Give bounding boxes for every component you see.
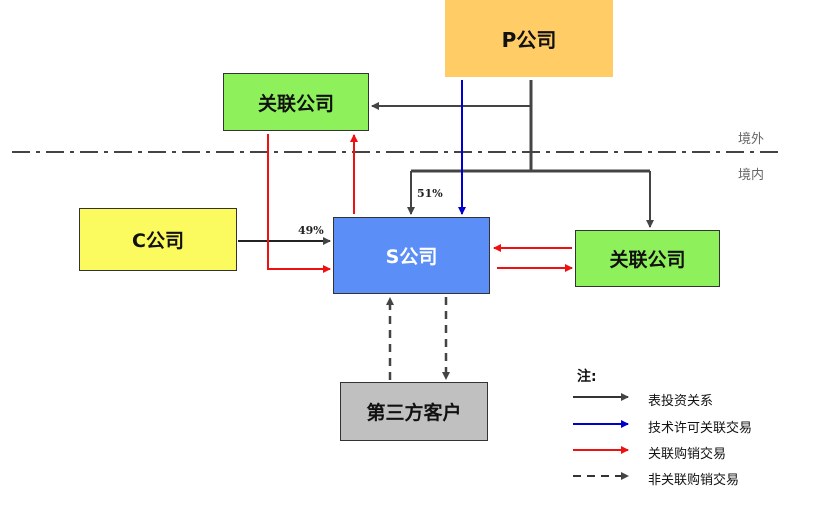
legend-label-related-trade: 关联购销交易: [648, 447, 727, 462]
related-company-top-box: 关联公司: [223, 73, 369, 131]
investment-edges: [238, 80, 654, 245]
legend-label-license: 技术许可关联交易: [648, 421, 753, 436]
third-party-customer-box: 第三方客户: [340, 382, 488, 441]
edge-related-top-to-s: [267, 134, 331, 273]
c-company-box: C公司: [79, 208, 237, 271]
overseas-label: 境外: [738, 132, 765, 147]
legend-samples: [573, 393, 629, 480]
s-company-box: S公司: [333, 217, 490, 294]
p-company-box: P公司: [445, 0, 613, 77]
legend-label-investment: 表投资关系: [648, 394, 714, 409]
unrelated-trade-edges: [386, 297, 450, 380]
domestic-label: 境内: [738, 168, 765, 183]
p-to-s-percentage: 51%: [417, 187, 443, 200]
legend-title: 注:: [577, 369, 597, 385]
related-trade-edges: [267, 134, 573, 273]
related-company-right-box: 关联公司: [575, 230, 720, 287]
legend-label-unrelated-trade: 非关联购销交易: [648, 473, 740, 488]
c-to-s-percentage: 49%: [298, 224, 324, 237]
